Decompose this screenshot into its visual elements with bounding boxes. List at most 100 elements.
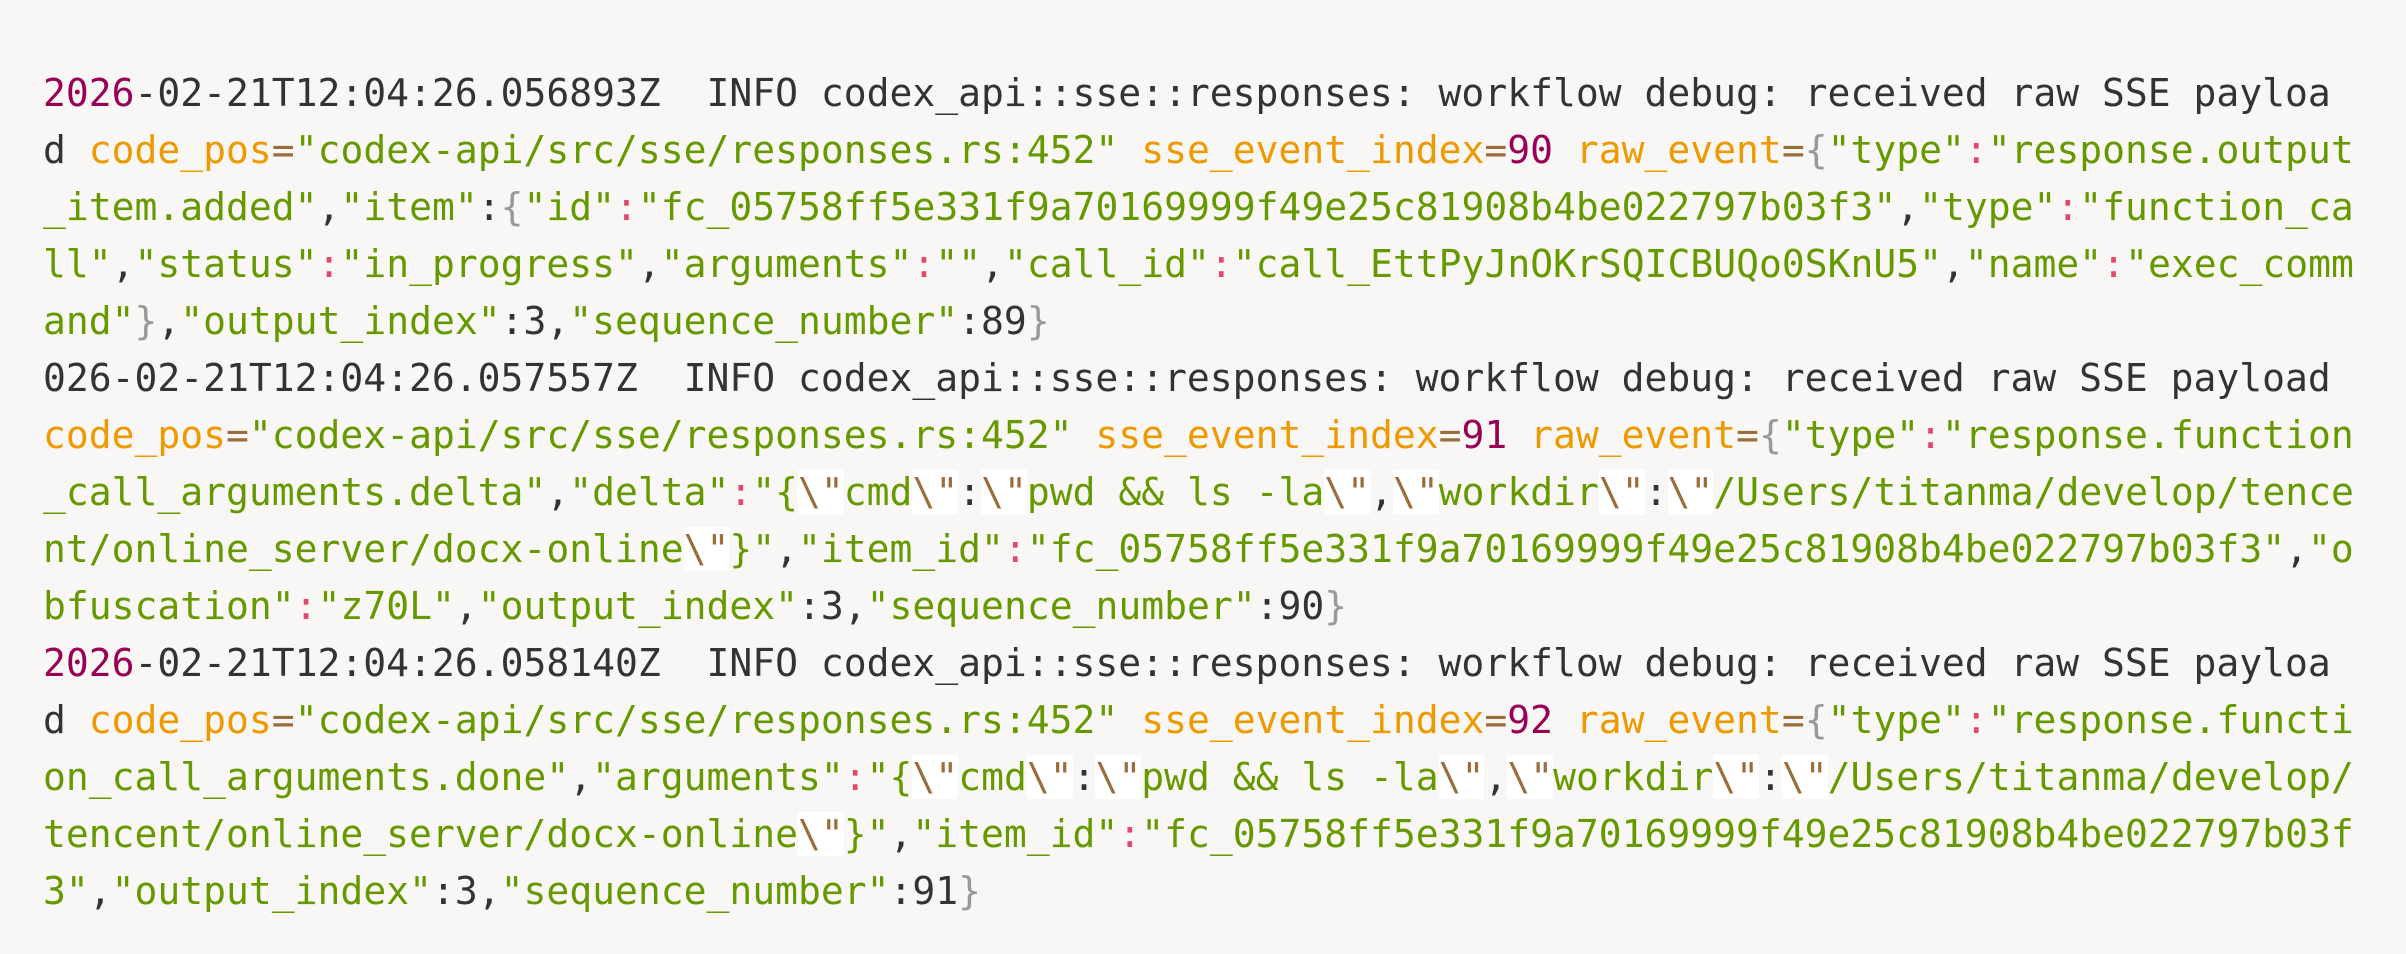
brace-token: } xyxy=(958,869,982,913)
string-token: "type" xyxy=(1781,413,1920,457)
string-token: "output_index" xyxy=(111,869,432,913)
log-line: 2026-02-21T12:04:26.058140Z INFO codex_a… xyxy=(43,635,2354,692)
string-token: "{ xyxy=(752,470,799,514)
string-token: nt/online_server/docx-online xyxy=(43,527,684,571)
string-token: "response.output xyxy=(1987,128,2354,172)
string-token: "fc_05758ff5e331f9a70169999f49e25c81908b… xyxy=(1026,527,2286,571)
attribute-token: raw_event xyxy=(1575,698,1782,742)
string-token: "function_ca xyxy=(2079,185,2354,229)
string-token: /Users/titanma/develop/ xyxy=(1827,755,2354,799)
colon-token: : xyxy=(615,185,638,229)
text-token xyxy=(1118,128,1141,172)
string-token: "codex-api/src/sse/responses.rs:452" xyxy=(294,698,1119,742)
text-token: , xyxy=(1370,470,1393,514)
text-token: , xyxy=(157,299,181,343)
string-token: "in_progress" xyxy=(340,242,638,286)
log-line: and"},"output_index":3,"sequence_number"… xyxy=(43,293,2354,350)
text-token: , xyxy=(889,812,913,856)
string-token: on_call_arguments.done" xyxy=(43,755,570,799)
log-output: 2026-02-21T12:04:26.056893Z INFO codex_a… xyxy=(43,65,2354,920)
operator-token: = xyxy=(271,698,295,742)
text-token: , xyxy=(2285,527,2308,571)
text-token: :3, xyxy=(431,869,501,913)
string-token: "z70L" xyxy=(317,584,455,628)
log-line: _item.added","item":{"id":"fc_05758ff5e3… xyxy=(43,179,2354,236)
string-token: }" xyxy=(843,812,890,856)
log-line: ll","status":"in_progress","arguments":"… xyxy=(43,236,2354,293)
brace-token: } xyxy=(1324,584,1348,628)
text-token: , xyxy=(111,242,135,286)
colon-token: : xyxy=(912,242,936,286)
string-token: "{ xyxy=(866,755,913,799)
text-token: , xyxy=(546,470,570,514)
attribute-token: sse_event_index xyxy=(1095,413,1439,457)
operator-token: = xyxy=(271,128,295,172)
log-line: on_call_arguments.done","arguments":"{\"… xyxy=(43,749,2354,806)
string-token: "item_id" xyxy=(798,527,1004,571)
escape-token: \" xyxy=(1324,470,1371,514)
text-token: : xyxy=(958,470,982,514)
text-token: : xyxy=(1644,470,1668,514)
escape-token: \" xyxy=(1713,755,1760,799)
string-token: "delta" xyxy=(569,470,730,514)
string-token: "fc_05758ff5e331f9a70169999f49e25c81908b… xyxy=(1141,812,2354,856)
string-token: tencent/online_server/docx-online xyxy=(43,812,798,856)
log-line: code_pos = "codex-api/src/sse/responses.rs… xyxy=(43,407,2354,464)
colon-token: : xyxy=(1003,527,1027,571)
string-token: _item.added" xyxy=(43,185,318,229)
text-token: , xyxy=(1484,755,1508,799)
colon-token: : xyxy=(2102,242,2126,286)
colon-token: : xyxy=(1118,812,1142,856)
string-token: _call_arguments.delta" xyxy=(43,470,547,514)
string-token: "response.functi xyxy=(1987,698,2354,742)
text-token: , xyxy=(88,869,112,913)
text-token: , xyxy=(775,527,799,571)
operator-token: = xyxy=(1781,698,1805,742)
string-token: "type" xyxy=(1827,698,1965,742)
operator-token: = xyxy=(1736,413,1759,457)
number-token: 2026 xyxy=(43,641,135,685)
brace-token: { xyxy=(500,185,524,229)
string-token: "output_index" xyxy=(477,584,799,628)
number-token: 90 xyxy=(1507,128,1554,172)
string-token: "call_EttPyJnOKrSQICBUQo0SKnU5" xyxy=(1232,242,1942,286)
text-token xyxy=(1553,698,1576,742)
string-token: }" xyxy=(729,527,776,571)
string-token: workdir xyxy=(1438,470,1599,514)
colon-token: : xyxy=(1209,242,1233,286)
text-token: :89 xyxy=(958,299,1027,343)
string-token: "codex-api/src/sse/responses.rs:452" xyxy=(248,413,1073,457)
escape-token: \" xyxy=(797,812,844,856)
escape-token: \" xyxy=(1438,755,1485,799)
colon-token: : xyxy=(2056,185,2080,229)
string-token: "type" xyxy=(1827,128,1965,172)
text-token xyxy=(1118,698,1141,742)
number-token: 91 xyxy=(1461,413,1508,457)
text-token: :3, xyxy=(798,584,867,628)
log-line: d code_pos="codex-api/src/sse/responses.… xyxy=(43,122,2354,179)
text-token xyxy=(1507,413,1530,457)
string-token: "arguments" xyxy=(592,755,844,799)
escape-token: \" xyxy=(1507,755,1554,799)
text-token: , xyxy=(981,242,1004,286)
operator-token: = xyxy=(1484,698,1508,742)
attribute-token: code_pos xyxy=(43,413,227,457)
escape-token: \" xyxy=(1392,470,1439,514)
text-token: , xyxy=(1942,242,1965,286)
text-token: d xyxy=(43,128,89,172)
text-token: 026-02-21T12:04:26.057557Z INFO codex_ap… xyxy=(43,356,2331,400)
escape-token: \" xyxy=(683,527,730,571)
string-token: and" xyxy=(43,299,135,343)
colon-token: : xyxy=(843,755,867,799)
string-token: "o xyxy=(2308,527,2354,571)
string-token: "output_index" xyxy=(180,299,501,343)
escape-token: \" xyxy=(912,470,959,514)
escape-token: \" xyxy=(1781,755,1828,799)
escape-token: \" xyxy=(798,470,844,514)
string-token: cmd xyxy=(843,470,913,514)
escape-token: \" xyxy=(912,755,959,799)
string-token: "item_id" xyxy=(912,812,1119,856)
text-token: : xyxy=(477,185,501,229)
attribute-token: sse_event_index xyxy=(1141,698,1485,742)
string-token: ll" xyxy=(43,242,112,286)
